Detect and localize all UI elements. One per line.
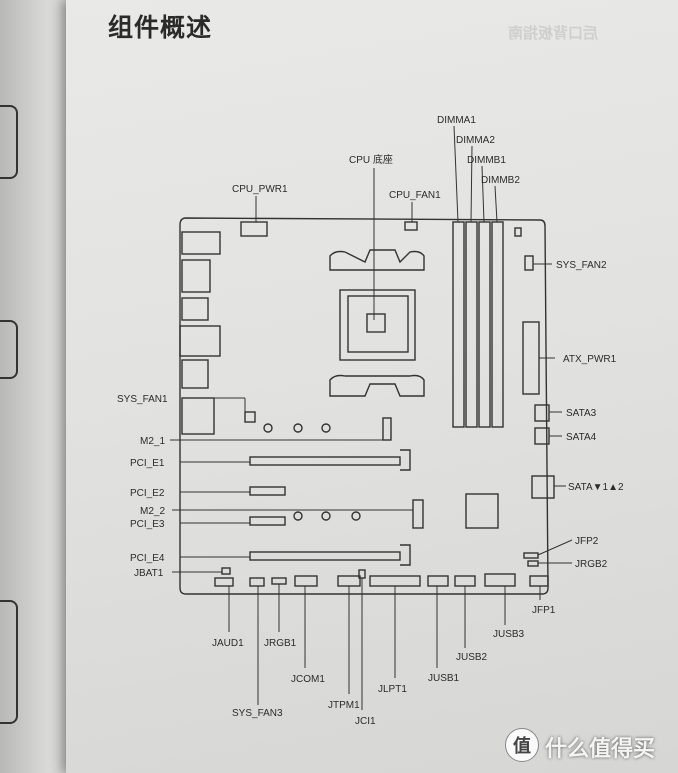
pci-e2-slot bbox=[249, 486, 286, 496]
cpu-socket bbox=[339, 289, 416, 361]
sata3-label: SATA3 bbox=[566, 408, 597, 419]
jtpm1-header bbox=[337, 575, 361, 587]
pci-e4-label: PCI_E4 bbox=[130, 553, 165, 564]
sys-fan3-header bbox=[249, 577, 265, 587]
dimmb1-label: DIMMB1 bbox=[467, 155, 506, 166]
board-outline bbox=[179, 217, 549, 595]
m2-standoff bbox=[263, 423, 273, 433]
pci-e1-label: PCI_E1 bbox=[130, 458, 165, 469]
m2-2-label: M2_2 bbox=[140, 506, 165, 517]
pci-e1-slot bbox=[249, 456, 401, 466]
pci-e2-label: PCI_E2 bbox=[130, 488, 165, 499]
m2-2-slot bbox=[412, 499, 424, 529]
sata3-port bbox=[534, 404, 550, 422]
pci-e3-label: PCI_E3 bbox=[130, 519, 165, 530]
jrgb1-header bbox=[271, 577, 287, 585]
atx-pwr1-connector bbox=[522, 321, 540, 395]
page-title: 组件概述 bbox=[108, 14, 213, 42]
jusb1-label: JUSB1 bbox=[428, 673, 460, 684]
io-port bbox=[181, 259, 211, 293]
io-port bbox=[179, 325, 221, 357]
jfp1-header bbox=[529, 575, 549, 587]
io-port bbox=[181, 297, 209, 321]
dimm-slot bbox=[465, 221, 478, 428]
jaud1-label: JAUD1 bbox=[212, 638, 244, 649]
m2-1-slot bbox=[382, 417, 392, 441]
jlpt1-label: JLPT1 bbox=[378, 684, 407, 695]
sata4-label: SATA4 bbox=[566, 432, 597, 443]
dimma1-label: DIMMA1 bbox=[437, 115, 476, 126]
binder-edge bbox=[0, 0, 78, 773]
jtpm1-label: JTPM1 bbox=[328, 700, 360, 711]
sys-fan2-header bbox=[524, 255, 534, 271]
cpu-pwr1-connector bbox=[240, 221, 268, 237]
jbat1-label: JBAT1 bbox=[134, 568, 164, 579]
watermark-text: 什么值得买 bbox=[545, 736, 656, 761]
cpu-fan1-header bbox=[404, 221, 418, 231]
m2-standoff bbox=[321, 511, 331, 521]
jusb3-label: JUSB3 bbox=[493, 629, 525, 640]
watermark-logo: 值 bbox=[505, 728, 539, 762]
binder-ring bbox=[0, 105, 18, 179]
m2-standoff bbox=[293, 423, 303, 433]
m2-standoff bbox=[293, 511, 303, 521]
pci-e3-slot bbox=[249, 516, 286, 526]
pci-e4-latch bbox=[400, 544, 411, 566]
small-header bbox=[514, 227, 522, 237]
dimm-slot bbox=[452, 221, 465, 428]
sata12-label: SATA▼1▲2 bbox=[568, 482, 624, 493]
dimm-slot bbox=[478, 221, 491, 428]
jrgb2-label: JRGB2 bbox=[575, 559, 608, 570]
cpu-socket-inner bbox=[347, 295, 409, 353]
cpu-fan1-label: CPU_FAN1 bbox=[389, 190, 441, 201]
m2-standoff bbox=[321, 423, 331, 433]
jusb2-header bbox=[454, 575, 476, 587]
io-port bbox=[181, 397, 215, 435]
jbat1-jumper bbox=[221, 567, 231, 575]
dimmb2-label: DIMMB2 bbox=[481, 175, 520, 186]
jusb1-header bbox=[427, 575, 449, 587]
jfp1-label: JFP1 bbox=[532, 605, 556, 616]
cooler-bracket-bottom bbox=[329, 374, 425, 397]
m2-standoff bbox=[351, 511, 361, 521]
sys-fan1-header bbox=[244, 411, 256, 423]
pci-e1-latch bbox=[400, 449, 411, 471]
sata12-port bbox=[531, 475, 555, 499]
atx-pwr1-label: ATX_PWR1 bbox=[563, 354, 617, 365]
jaud1-header bbox=[214, 577, 234, 587]
jfp2-label: JFP2 bbox=[575, 536, 599, 547]
cpu-socket-label: CPU 底座 bbox=[349, 153, 393, 166]
m2-1-label: M2_1 bbox=[140, 436, 165, 447]
cpu-pwr1-label: CPU_PWR1 bbox=[232, 184, 288, 195]
binder-ring bbox=[0, 600, 18, 724]
cpu-die bbox=[366, 313, 386, 333]
jfp2-header bbox=[523, 552, 539, 559]
chipset bbox=[465, 493, 499, 529]
jusb2-label: JUSB2 bbox=[456, 652, 488, 663]
sys-fan2-label: SYS_FAN2 bbox=[556, 260, 607, 271]
jcom1-label: JCOM1 bbox=[291, 674, 325, 685]
io-port bbox=[181, 359, 209, 389]
manual-page bbox=[66, 0, 678, 773]
binder-ring bbox=[0, 320, 18, 379]
cooler-bracket-top bbox=[329, 249, 425, 271]
jcom1-header bbox=[294, 575, 318, 587]
sys-fan3-label: SYS_FAN3 bbox=[232, 708, 283, 719]
jrgb1-label: JRGB1 bbox=[264, 638, 297, 649]
jci1-label: JCI1 bbox=[355, 716, 376, 727]
jrgb2-header bbox=[527, 560, 539, 567]
jlpt1-header bbox=[369, 575, 421, 587]
sys-fan1-label: SYS_FAN1 bbox=[117, 394, 168, 405]
pci-e4-slot bbox=[249, 551, 401, 561]
jusb3-header bbox=[484, 573, 516, 587]
dimma2-label: DIMMA2 bbox=[456, 135, 495, 146]
dimm-slot bbox=[491, 221, 504, 428]
io-port bbox=[181, 231, 221, 255]
